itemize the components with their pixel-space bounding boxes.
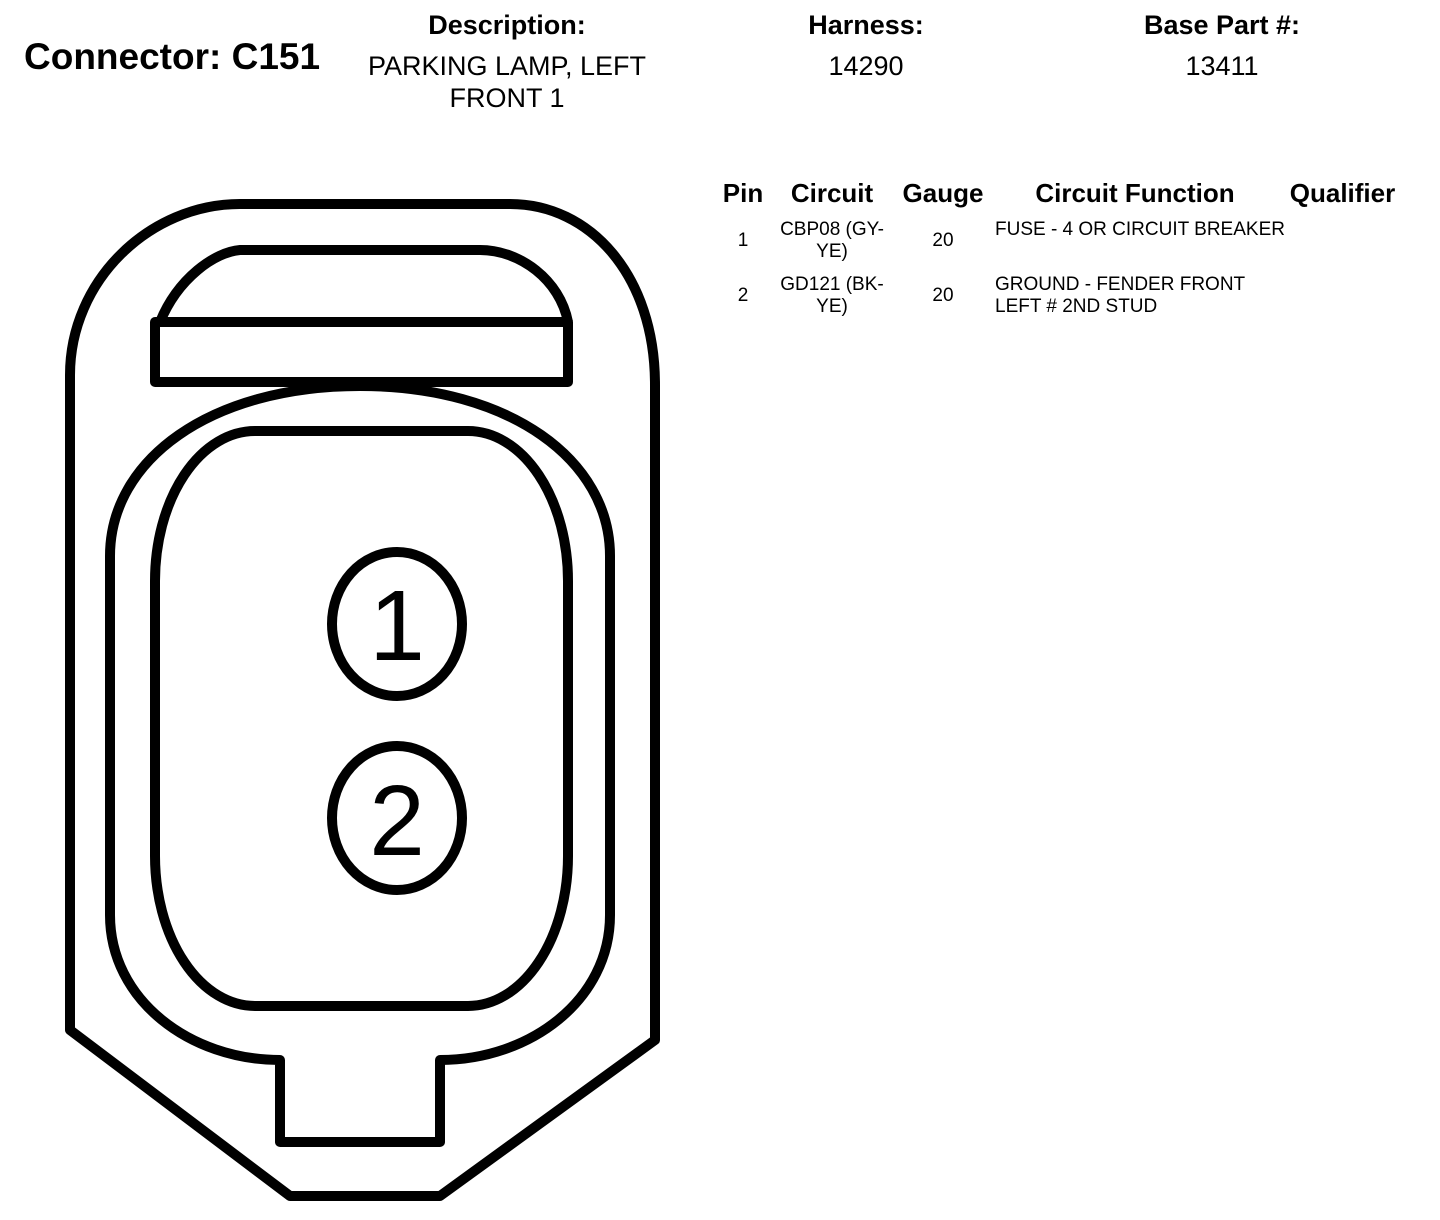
locking-tab-dome: [155, 245, 573, 324]
circuit-function-cell: GROUND - FENDER FRONT LEFT # 2ND STUD: [995, 274, 1245, 317]
pin-1-circle: [327, 547, 467, 701]
table-row: 2 GD121 (BK-YE) 20 GROUND - FENDER FRONT…: [713, 274, 1413, 324]
description-label: Description:: [428, 10, 586, 40]
circuit-cell: CBP08 (GY-YE): [780, 219, 884, 262]
connector-housing-outline: [65, 199, 660, 1201]
circuit-cell: GD121 (BK-YE): [780, 274, 884, 317]
pin-cell: 2: [737, 285, 749, 306]
base-part-label: Base Part #:: [1143, 10, 1301, 40]
connector-title: Connector: C151: [24, 36, 321, 77]
pin-1-label: 1: [369, 570, 425, 682]
harness-label: Harness:: [808, 10, 924, 40]
table-row: 1 CBP08 (GY-YE) 20 FUSE - 4 OR CIRCUIT B…: [713, 219, 1413, 269]
pin-2-circle: [327, 741, 467, 895]
base-part-value: 13411: [1185, 51, 1259, 81]
pin-2-label: 2: [369, 765, 425, 877]
column-header-pin: Pin: [722, 178, 764, 208]
description-value: PARKING LAMP, LEFT FRONT 1: [367, 51, 647, 113]
gauge-cell: 20: [932, 230, 954, 251]
circuit-function-cell: FUSE - 4 OR CIRCUIT BREAKER: [995, 219, 1285, 240]
cavity-inner-outline: [150, 426, 573, 1011]
locking-tab-bar: [150, 317, 573, 387]
harness-value: 14290: [828, 51, 904, 81]
column-header-gauge: Gauge: [902, 178, 984, 208]
column-header-circuit-function: Circuit Function: [1035, 178, 1235, 208]
pin-cell: 1: [737, 230, 749, 251]
column-header-qualifier: Qualifier: [1289, 178, 1396, 208]
cavity-outer-outline: [105, 381, 615, 1147]
column-header-circuit: Circuit: [790, 178, 874, 208]
gauge-cell: 20: [932, 285, 954, 306]
